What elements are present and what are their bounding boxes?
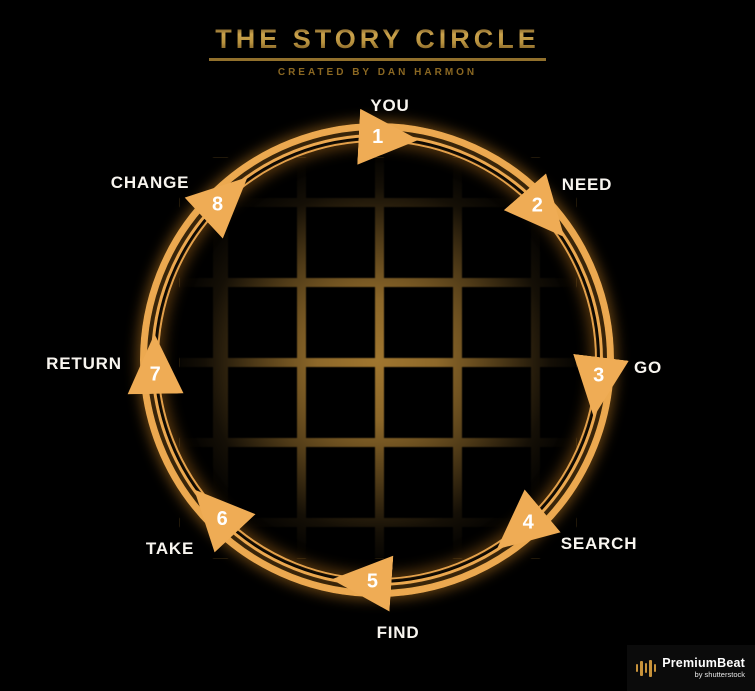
step-number: 6 (216, 507, 228, 530)
step-label-need: NEED (561, 175, 613, 194)
page-subtitle: CREATED BY DAN HARMON (277, 67, 478, 78)
step-number: 4 (522, 511, 534, 534)
step-label-change: CHANGE (110, 173, 190, 192)
step-number: 2 (531, 194, 544, 217)
step-arrow-7: 7 (127, 333, 184, 394)
page-title: THE STORY CIRCLE (209, 24, 546, 61)
arrowhead-icon (357, 109, 420, 168)
step-label-find: FIND (376, 623, 420, 642)
step-label-return: RETURN (46, 354, 122, 373)
step-number: 8 (212, 193, 224, 216)
step-number: 5 (366, 570, 378, 593)
step-arrow-3: 3 (566, 354, 629, 420)
equalizer-bars-icon (635, 658, 657, 678)
step-arrow-1: 1 (357, 109, 420, 168)
brand-watermark: PremiumBeat by shutterstock (627, 645, 755, 691)
step-label-take: TAKE (145, 539, 195, 558)
step-label-search: SEARCH (560, 534, 638, 553)
step-number: 7 (149, 363, 161, 386)
arrowhead-icon (330, 551, 394, 611)
brand-byline: by shutterstock (694, 670, 745, 679)
brand-name: PremiumBeat (662, 656, 745, 670)
step-arrow-5: 5 (330, 551, 394, 611)
step-label-you: YOU (370, 96, 410, 115)
step-number: 1 (372, 126, 384, 149)
step-label-go: GO (633, 358, 663, 377)
header: THE STORY CIRCLE CREATED BY DAN HARMON (0, 24, 755, 78)
step-number: 3 (593, 364, 605, 387)
